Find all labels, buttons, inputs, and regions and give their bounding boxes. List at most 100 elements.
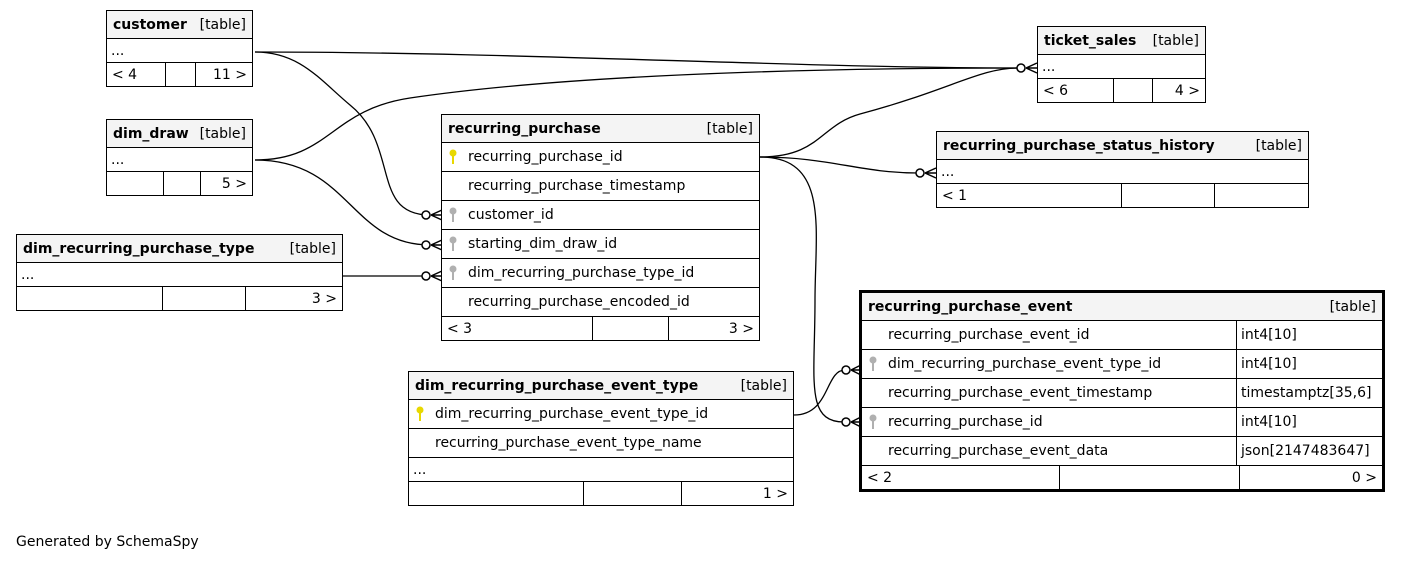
footer-columns (583, 482, 681, 505)
edge-dim-draw-ticket-sales (254, 67, 1019, 161)
footer-parents: < 1 (942, 187, 968, 204)
footer-parents (409, 482, 583, 505)
column-name: customer_id (468, 207, 554, 223)
table-footer: < 3 3 > (442, 317, 759, 340)
column-name: starting_dim_draw_id (468, 236, 618, 252)
table-name: recurring_purchase_status_history (943, 137, 1215, 154)
table-dim-recurring-purchase-event-type[interactable]: dim_recurring_purchase_event_type [table… (408, 371, 794, 506)
column-row: recurring_purchase_event_timestamp times… (862, 379, 1382, 408)
table-name: recurring_purchase (448, 120, 601, 137)
ellipsis-row: ... (107, 148, 252, 172)
column-row: dim_recurring_purchase_type_id (442, 259, 759, 288)
column-name: recurring_purchase_id (468, 149, 623, 165)
table-header: dim_draw [table] (107, 120, 252, 148)
column-name: dim_recurring_purchase_type_id (468, 265, 695, 281)
footer-children: 1 > (681, 482, 793, 505)
footer-parents (107, 172, 163, 195)
footer-children: 4 > (1152, 79, 1205, 102)
footer-children (1214, 184, 1308, 207)
ellipsis-row: ... (1038, 55, 1205, 79)
footer-columns (1113, 79, 1152, 102)
foreign-key-icon (442, 207, 464, 223)
table-name: dim_recurring_purchase_event_type (415, 377, 699, 394)
table-name: recurring_purchase_event (868, 298, 1073, 315)
footer-parents: < 4 (112, 66, 138, 83)
footer-children: 3 > (668, 317, 759, 340)
column-type: int4[10] (1236, 321, 1382, 349)
column-row: dim_recurring_purchase_event_type_id int… (862, 350, 1382, 379)
column-type: timestamptz[35,6] (1236, 379, 1382, 407)
table-kind: [table] (706, 120, 753, 137)
column-row: recurring_purchase_id int4[10] (862, 408, 1382, 437)
table-kind: [table] (740, 377, 787, 394)
footer-columns (592, 317, 668, 340)
table-header: dim_recurring_purchase_type [table] (17, 235, 342, 263)
table-dim-recurring-purchase-type[interactable]: dim_recurring_purchase_type [table] ... … (16, 234, 343, 311)
table-kind: [table] (199, 125, 246, 142)
foreign-key-icon (862, 414, 884, 430)
column-row: recurring_purchase_event_type_name (409, 429, 793, 458)
footer-parents: < 6 (1043, 82, 1069, 99)
edge-recurring-purchase-event (759, 156, 845, 423)
column-name: recurring_purchase_event_data (888, 443, 1109, 459)
footer-children: 5 > (200, 172, 252, 195)
table-kind: [table] (1152, 32, 1199, 49)
footer-columns (1059, 466, 1239, 489)
edge-recurring-purchase-status-history (759, 156, 919, 174)
column-name: dim_recurring_purchase_event_type_id (435, 406, 709, 422)
column-name: recurring_purchase_event_type_name (435, 435, 702, 451)
foreign-key-icon (442, 236, 464, 252)
primary-key-icon (409, 406, 431, 422)
footer-parents (17, 287, 162, 310)
ellipsis-row: ... (107, 39, 252, 63)
table-name: customer (113, 16, 187, 33)
table-header: customer [table] (107, 11, 252, 39)
column-row: recurring_purchase_encoded_id (442, 288, 759, 317)
column-row: recurring_purchase_timestamp (442, 172, 759, 201)
generated-by-label: Generated by SchemaSpy (16, 534, 199, 550)
table-footer: 5 > (107, 172, 252, 195)
primary-key-icon (442, 149, 464, 165)
column-type: int4[10] (1236, 350, 1382, 378)
table-recurring-purchase[interactable]: recurring_purchase [table] recurring_pur… (441, 114, 760, 341)
foreign-key-icon (862, 356, 884, 372)
column-name: recurring_purchase_event_id (888, 327, 1090, 343)
footer-columns (165, 63, 195, 86)
table-ticket-sales[interactable]: ticket_sales [table] ... < 6 4 > (1037, 26, 1206, 103)
table-name: ticket_sales (1044, 32, 1137, 49)
footer-columns (163, 172, 200, 195)
table-kind: [table] (1255, 137, 1302, 154)
column-name: recurring_purchase_event_timestamp (888, 385, 1153, 401)
footer-columns (162, 287, 245, 310)
table-footer: < 6 4 > (1038, 79, 1205, 102)
table-header: ticket_sales [table] (1038, 27, 1205, 55)
table-footer: 1 > (409, 482, 793, 505)
column-row: recurring_purchase_event_data json[21474… (862, 437, 1382, 466)
footer-parents: < 3 (447, 320, 473, 337)
column-name: recurring_purchase_timestamp (468, 178, 686, 194)
edge-customer-recurring-purchase (254, 51, 431, 216)
table-header: dim_recurring_purchase_event_type [table… (409, 372, 793, 400)
table-footer: 3 > (17, 287, 342, 310)
column-type: json[2147483647] (1236, 437, 1382, 465)
table-dim-draw[interactable]: dim_draw [table] ... 5 > (106, 119, 253, 196)
column-type: int4[10] (1236, 408, 1382, 436)
edge-recurring-purchase-ticket-sales (759, 67, 1019, 158)
footer-parents: < 2 (867, 469, 893, 486)
table-kind: [table] (199, 16, 246, 33)
table-customer[interactable]: customer [table] ... < 4 11 > (106, 10, 253, 87)
table-kind: [table] (289, 240, 336, 257)
table-recurring-purchase-event[interactable]: recurring_purchase_event [table] recurri… (859, 290, 1385, 492)
table-recurring-purchase-status-history[interactable]: recurring_purchase_status_history [table… (936, 131, 1309, 208)
table-name: dim_recurring_purchase_type (23, 240, 255, 257)
table-kind: [table] (1329, 298, 1376, 315)
table-footer: < 1 (937, 184, 1308, 207)
edge-event-type-event (793, 369, 846, 416)
column-row: recurring_purchase_id (442, 143, 759, 172)
column-row: customer_id (442, 201, 759, 230)
table-header: recurring_purchase_status_history [table… (937, 132, 1308, 160)
table-footer: < 2 0 > (862, 466, 1382, 489)
table-header: recurring_purchase [table] (442, 115, 759, 143)
table-header: recurring_purchase_event [table] (862, 293, 1382, 321)
